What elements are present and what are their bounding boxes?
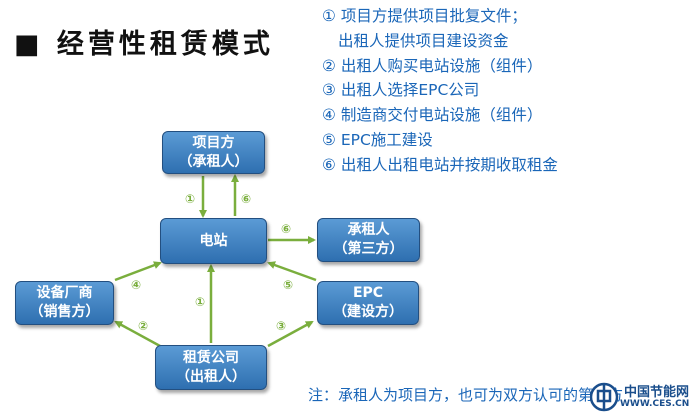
arrow-epc-to-station (267, 261, 317, 282)
node-supplier: 设备厂商 （销售方） (15, 281, 114, 325)
node-project-label: 项目方 (192, 134, 235, 151)
node-project-role: （承租人） (178, 153, 249, 170)
steps-list: ① 项目方提供项目批复文件； 出租人提供项目建设资金 ② 出租人购买电站设施（组… (322, 4, 558, 178)
node-epc: EPC （建设方） (317, 281, 419, 325)
node-leasing-label: 租赁公司 (183, 349, 239, 366)
node-leasing-role: （出租人） (176, 368, 246, 385)
node-lessee-label: 承租人 (347, 222, 390, 238)
node-lessee: 承租人 （第三方） (317, 218, 420, 262)
footnote: 注：承租人为项目方，也可为双方认可的第三方 (308, 386, 624, 404)
edge-label-leasing-to-supplier: ② (138, 319, 148, 333)
node-epc-role: （建设方） (333, 304, 403, 320)
step-6: ⑥ 出租人出租电站并按期收取租金 (322, 155, 558, 174)
arrow-leasing-to-supplier (114, 320, 161, 348)
ces-logo-icon (590, 382, 619, 412)
node-station-label: 电站 (199, 232, 228, 249)
step-1-continued: 出租人提供项目建设资金 (338, 31, 509, 50)
watermark-url: WWW.CES.CN (620, 399, 690, 409)
watermark-name: 中国节能网 (624, 385, 690, 400)
edge-label-leasing-to-epc: ③ (276, 319, 286, 333)
edge-label-station-to-lessee: ⑥ (281, 222, 291, 236)
node-project: 项目方 （承租人） (162, 131, 265, 174)
slide-title: ■ 经营性租赁模式 (14, 29, 274, 60)
arrow-supplier-to-station (114, 261, 162, 282)
edge-label-station-to-supplier: ④ (131, 278, 141, 292)
step-2: ② 出租人购买电站设施（组件） (322, 56, 543, 75)
edge-label-project-to-station: ① (185, 192, 195, 206)
step-5: ⑤ EPC施工建设 (322, 130, 433, 149)
edge-label-station-to-project: ⑥ (241, 192, 251, 206)
step-4: ④ 制造商交付电站设施（组件） (322, 106, 543, 125)
node-lessee-role: （第三方） (333, 241, 404, 257)
node-leasing: 租赁公司 （出租人） (155, 345, 267, 390)
node-epc-label: EPC (352, 285, 384, 301)
node-station: 电站 (160, 218, 267, 264)
node-supplier-role: （销售方） (29, 304, 100, 320)
edge-label-leasing-to-station: ① (195, 295, 205, 309)
arrow-leasing-to-epc (267, 320, 314, 348)
step-3: ③ 出租人选择EPC公司 (322, 81, 480, 100)
edge-label-epc-to-station: ⑤ (283, 278, 293, 292)
node-supplier-label: 设备厂商 (36, 285, 93, 301)
step-1: ① 项目方提供项目批复文件； (322, 7, 527, 25)
